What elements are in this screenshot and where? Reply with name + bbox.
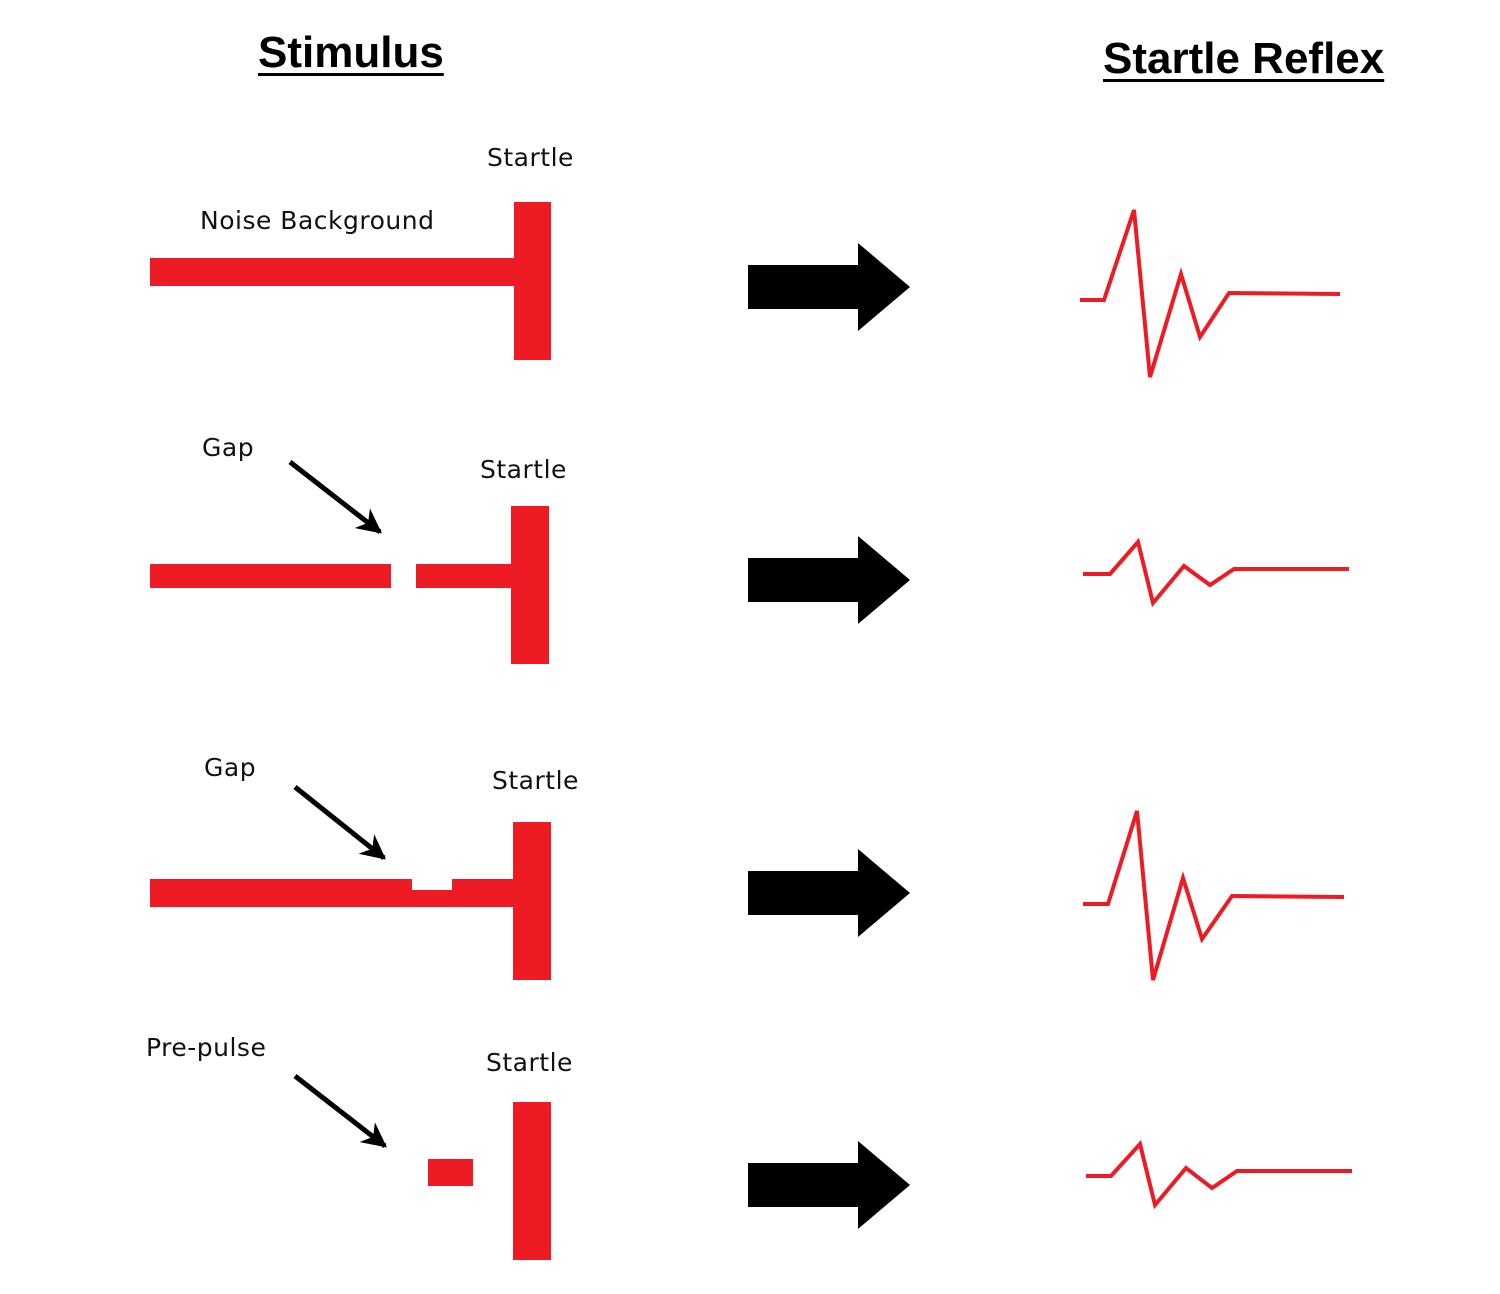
row1-noise-background-bar: [150, 258, 520, 286]
row4-result-arrow-icon: [748, 1141, 910, 1229]
row4-startle-response-trace: [1086, 1139, 1352, 1210]
row3-startle-bar: [513, 822, 551, 980]
stimulus-heading: Stimulus: [258, 28, 444, 77]
row4-prepulse-bar: [428, 1159, 473, 1186]
row3-stimulus: [150, 822, 551, 980]
row3-result-arrow-icon: [748, 849, 910, 937]
row1-noise-background-label: Noise Background: [200, 206, 435, 235]
row1-startle-label: Startle: [487, 143, 574, 172]
row2-startle-response-trace: [1083, 537, 1349, 608]
row2-gap-pointer-arrow-icon: [288, 460, 382, 534]
row1-result-arrow-icon: [748, 243, 910, 331]
row2-noise-background-bar-left: [150, 564, 391, 588]
row4-prepulse-pointer-arrow-icon: [293, 1074, 387, 1148]
row3-gap-notch: [412, 876, 452, 890]
row3-startle-response-trace: [1083, 810, 1345, 981]
row3-noise-background-bar: [150, 879, 520, 907]
row2-startle-label: Startle: [480, 455, 567, 484]
row1-startle-bar: [514, 202, 551, 360]
row2-startle-bar: [511, 506, 549, 664]
row2-noise-background-bar-right: [416, 564, 520, 588]
row4-prepulse-label: Pre-pulse: [146, 1033, 267, 1062]
row2-stimulus: [150, 506, 549, 664]
row1-stimulus: [150, 202, 551, 360]
row3-gap-label: Gap: [204, 753, 257, 782]
row1-startle-response-trace: [1080, 209, 1341, 378]
row4-stimulus: [428, 1102, 551, 1260]
row2-gap-label: Gap: [202, 433, 255, 462]
row4-startle-label: Startle: [486, 1048, 573, 1077]
row3-gap-pointer-arrow-icon: [293, 785, 386, 860]
row3-startle-label: Startle: [492, 766, 579, 795]
row2-result-arrow-icon: [748, 536, 910, 624]
startle-reflex-heading: Startle Reflex: [1103, 34, 1385, 83]
row4-startle-bar: [513, 1102, 551, 1260]
